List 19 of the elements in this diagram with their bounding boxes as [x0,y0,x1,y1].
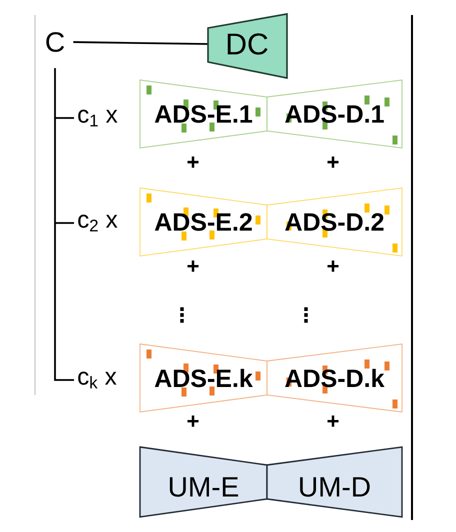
bowtie-half: ADS-D.1 [266,79,402,149]
plus-sign: + [328,416,339,427]
bowtie-half: ADS-D.k [266,344,402,413]
bowtie-half: UM-E [139,446,268,518]
coefficient-label: c$_{2}$ x [78,214,118,232]
plus-sign: + [328,260,339,272]
plus-sign: + [188,156,199,168]
connector-line [73,41,208,45]
bowtie-half: ADS-D.2 [266,187,402,257]
coefficient-label: c$_{1}$ x [78,110,118,126]
ellipsis-dots: ⋮ [180,307,184,323]
plus-sign: + [328,156,339,168]
plus-sign: + [188,416,199,427]
label-text: C [46,32,64,52]
coefficient-label: c$_{k}$ x [78,372,117,388]
bracket-line [54,68,74,381]
ellipsis-dots: ⋮ [304,307,308,323]
bowtie-half: UM-D [266,446,403,518]
trapezoid-block: DC [207,13,288,79]
